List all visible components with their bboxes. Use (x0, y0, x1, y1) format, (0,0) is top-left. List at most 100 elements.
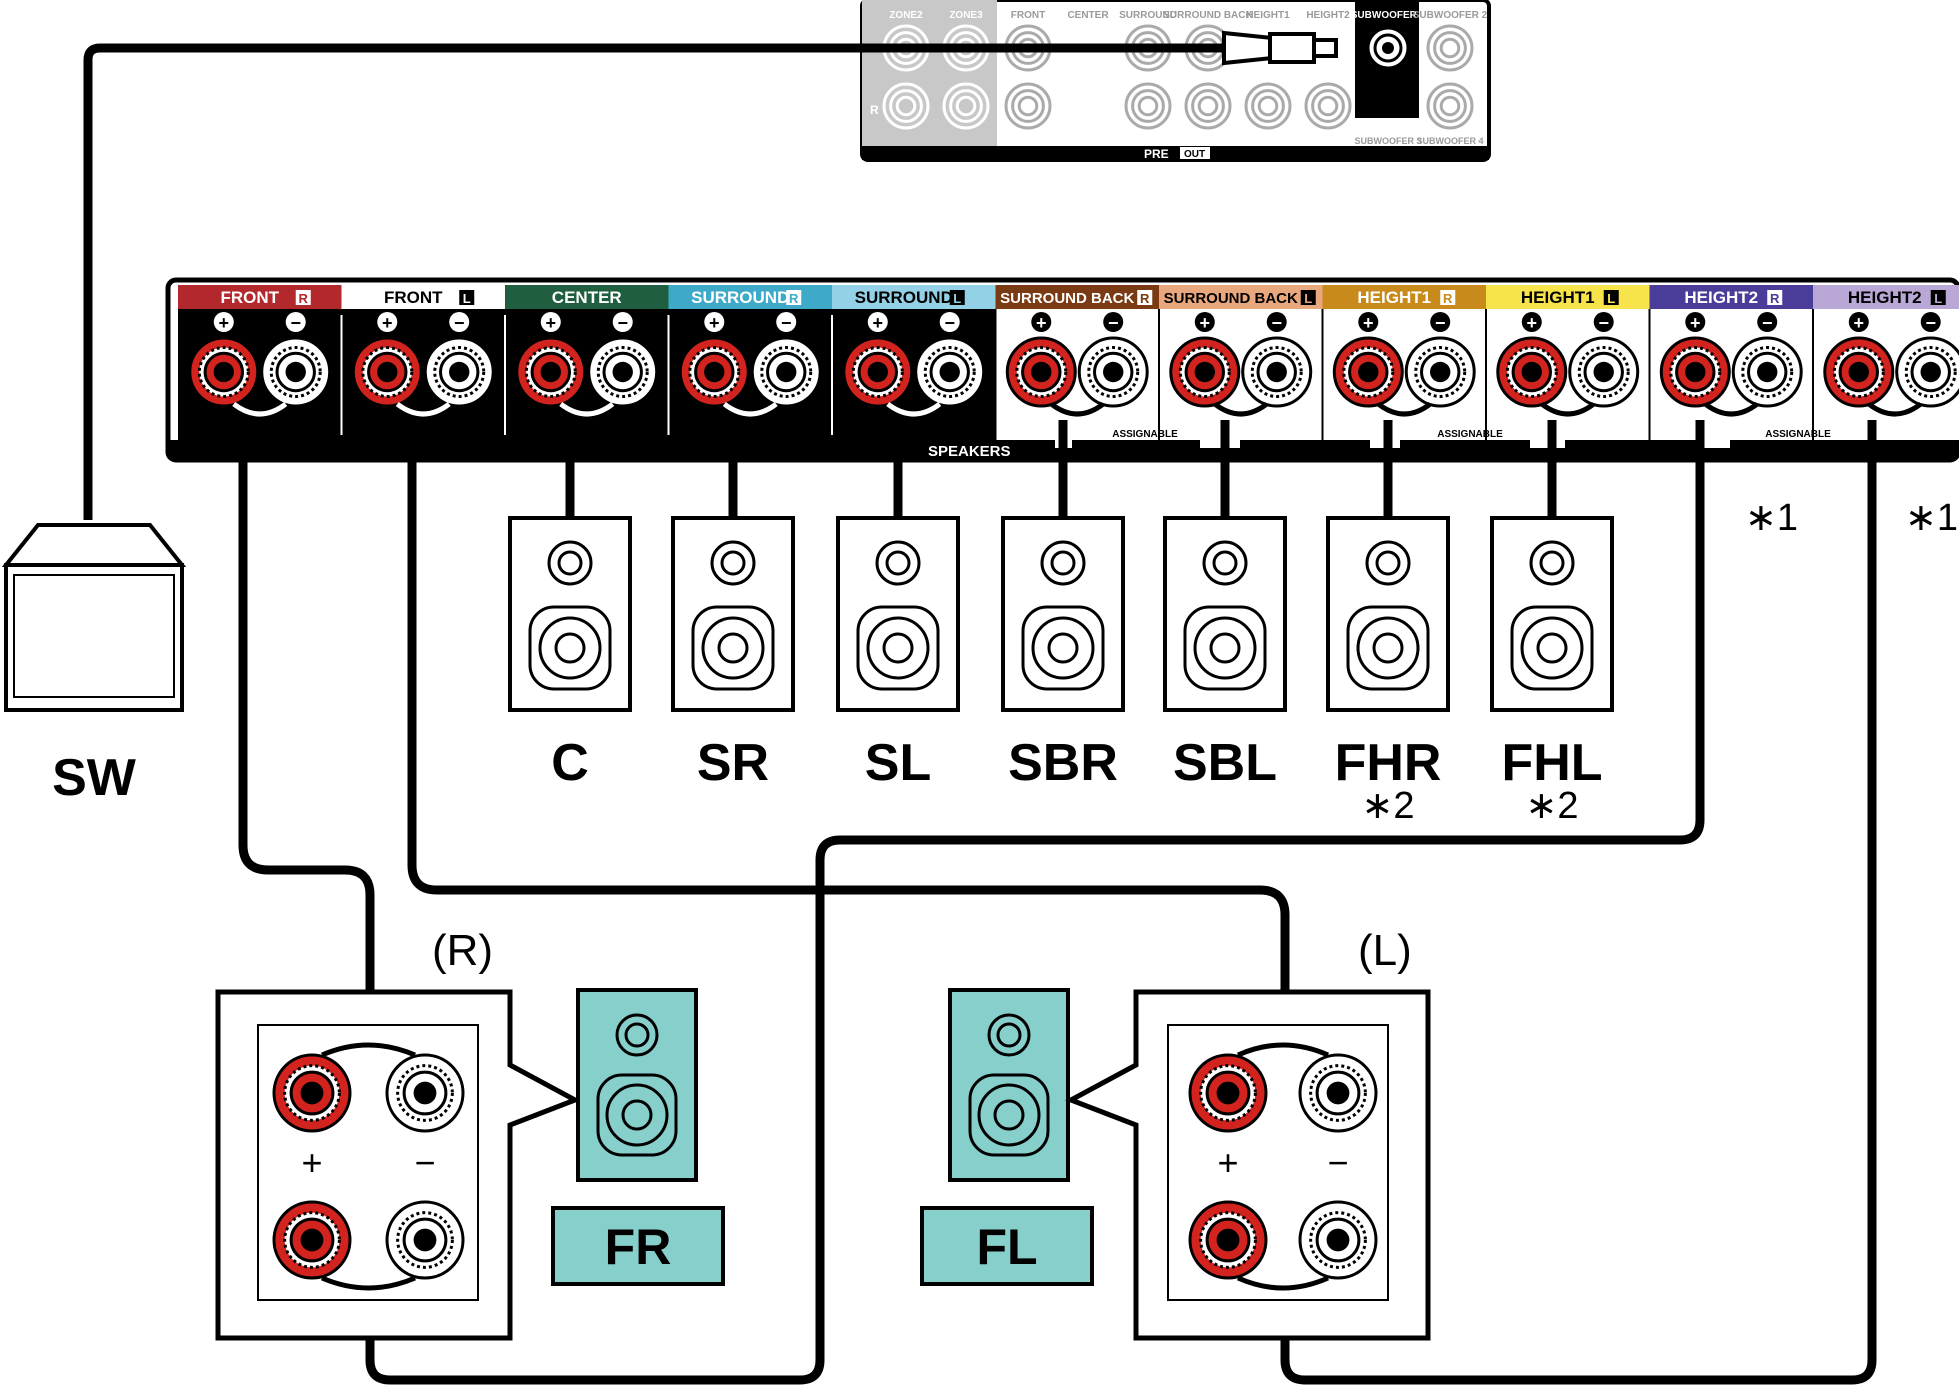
channel-header-label: SURROUND BACK (1164, 290, 1298, 307)
channel-header (505, 285, 669, 309)
plus-mark (1031, 312, 1052, 332)
plus-mark-label: + (1854, 313, 1865, 333)
minus-mark-label: − (454, 313, 465, 333)
front-left-terminals (1188, 1042, 1378, 1291)
front-left-label: FL (976, 1219, 1037, 1275)
channel-header (341, 285, 505, 309)
speaker-label: SL (865, 734, 931, 792)
speaker-label: SR (697, 734, 769, 792)
side-badge (1440, 290, 1456, 305)
minus-terminal (1895, 336, 1959, 408)
rca-jack (1244, 82, 1292, 130)
side-badge (1300, 290, 1316, 305)
rca-jack (1184, 82, 1232, 130)
minus-mark (449, 312, 470, 332)
pre-out-label: SUBWOOFER 3 (1354, 136, 1421, 146)
plus-terminal-upper (272, 1053, 352, 1133)
minus-mark (939, 312, 960, 332)
r-channel-mark: R (870, 103, 879, 117)
speaker-label: C (551, 734, 589, 792)
minus-terminal (1241, 336, 1313, 408)
minus-mark (612, 312, 633, 332)
side-badge (1603, 290, 1619, 305)
plus-mark-label: + (1200, 313, 1211, 333)
channel-header (668, 285, 832, 309)
front-right-label: FR (605, 1219, 672, 1275)
minus-mark (1757, 312, 1778, 332)
minus-terminal (914, 336, 986, 408)
front-right-speaker (576, 988, 698, 1182)
minus-mark-label: − (1271, 313, 1282, 333)
side-badge-label: L (1304, 291, 1312, 306)
subwoofer: SW (1, 523, 187, 807)
assignable-label: ASSIGNABLE (1765, 429, 1831, 440)
fl-plus-symbol: + (1217, 1142, 1238, 1183)
front-left-speaker (948, 988, 1070, 1182)
channel-header (1159, 285, 1323, 309)
plus-terminal (1659, 336, 1731, 408)
minus-mark (1593, 312, 1614, 332)
subwoofer-1-jack (1366, 26, 1410, 70)
plus-mark (1685, 312, 1706, 332)
rca-jack (1426, 82, 1474, 130)
speakers-label: SPEAKERS (928, 443, 1011, 460)
speaker-note: ∗2 (1362, 785, 1415, 827)
plus-mark-label: + (219, 313, 230, 333)
plus-terminal (1823, 336, 1895, 408)
front-right-side-label: (R) (432, 926, 493, 975)
channel-header-label: HEIGHT2 (1684, 288, 1758, 307)
minus-terminal-upper (1298, 1053, 1378, 1133)
rca-jack (1124, 82, 1172, 130)
minus-terminal (260, 336, 332, 408)
channel-header-label: FRONT (220, 288, 279, 307)
minus-terminal (423, 336, 495, 408)
side-badge (949, 290, 965, 305)
channel-header-label: HEIGHT2 (1848, 288, 1922, 307)
speaker-sbr: SBR (1001, 420, 1125, 792)
pre-out-label: SUBWOOFER 4 (1416, 136, 1483, 146)
speaker-label: FHR (1335, 734, 1442, 792)
minus-terminal (587, 336, 659, 408)
pre-out-label: SUBWOOFER 2 (1413, 10, 1488, 21)
minus-terminal-upper (385, 1053, 465, 1133)
rca-jack (1004, 82, 1052, 130)
front-left-side-label: (L) (1358, 926, 1412, 975)
pre-out-label: HEIGHT1 (1246, 10, 1290, 21)
rca-jack (882, 82, 930, 130)
plus-mark (867, 312, 888, 332)
plus-terminal (351, 336, 423, 408)
front-left-group: (L) FL + − (920, 926, 1431, 1341)
height2-notes: ∗1 ∗1 (1745, 497, 1958, 539)
speaker-sbl: SBL (1163, 420, 1287, 792)
plus-terminal (1496, 336, 1568, 408)
minus-mark (776, 312, 797, 332)
minus-mark (1430, 312, 1451, 332)
plus-mark-label: + (873, 313, 884, 333)
channel-header-label: FRONT (384, 288, 443, 307)
channel-header (1322, 285, 1486, 309)
speaker-fhl: FHL∗2 (1490, 420, 1614, 827)
assignable-label: ASSIGNABLE (1437, 429, 1503, 440)
side-badge (786, 290, 802, 305)
pre-out-label: CENTER (1067, 10, 1109, 21)
plus-mark-label: + (709, 313, 720, 333)
minus-terminal (1077, 336, 1149, 408)
channel-header (1649, 285, 1813, 309)
height2-l-note: ∗1 (1905, 497, 1958, 539)
front-left-terminal-plate: + − (1065, 989, 1431, 1341)
rca-jack (1426, 24, 1474, 72)
minus-mark-label: − (617, 313, 628, 333)
minus-mark-label: − (1925, 313, 1936, 333)
minus-terminal (1568, 336, 1640, 408)
pre-out-label: ZONE3 (949, 10, 983, 21)
minus-mark (1920, 312, 1941, 332)
channel-header-label: HEIGHT1 (1521, 288, 1595, 307)
plus-terminal (1332, 336, 1404, 408)
side-badge (1930, 290, 1946, 305)
pre-out-label: SURROUND (1119, 10, 1177, 21)
side-badge-label: L (1934, 291, 1942, 306)
